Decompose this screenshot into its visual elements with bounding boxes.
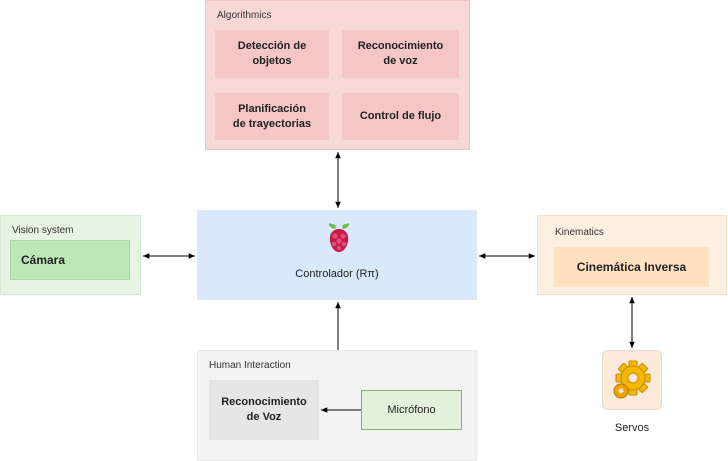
servos-label: Servos	[614, 422, 650, 434]
voice-recognition-algo-box[interactable]: Reconocimiento de voz	[342, 30, 459, 78]
vision-system-title: Vision system	[12, 225, 74, 236]
controller-box[interactable]	[197, 210, 477, 300]
raspberry-pi-icon	[328, 223, 350, 252]
path-planning-box[interactable]: Planificación de trayectorias	[215, 93, 329, 140]
inverse-kinematics-box[interactable]: Cinemática Inversa	[554, 247, 709, 287]
controller-label: Controlador (Rπ)	[295, 268, 379, 280]
camera-box[interactable]: Cámara	[10, 240, 130, 280]
kinematics-title: Kinematics	[555, 227, 604, 238]
gear-icon	[613, 360, 651, 399]
object-detection-box[interactable]: Detección de objetos	[215, 30, 329, 78]
voice-recognition-box[interactable]: Reconocimiento de Voz	[209, 380, 319, 440]
microphone-box[interactable]: Micrófono	[361, 390, 462, 430]
human-interaction-title: Human Interaction	[209, 360, 291, 371]
algorithmics-title: Algorithmics	[217, 10, 272, 21]
flow-control-box[interactable]: Control de flujo	[342, 93, 459, 140]
